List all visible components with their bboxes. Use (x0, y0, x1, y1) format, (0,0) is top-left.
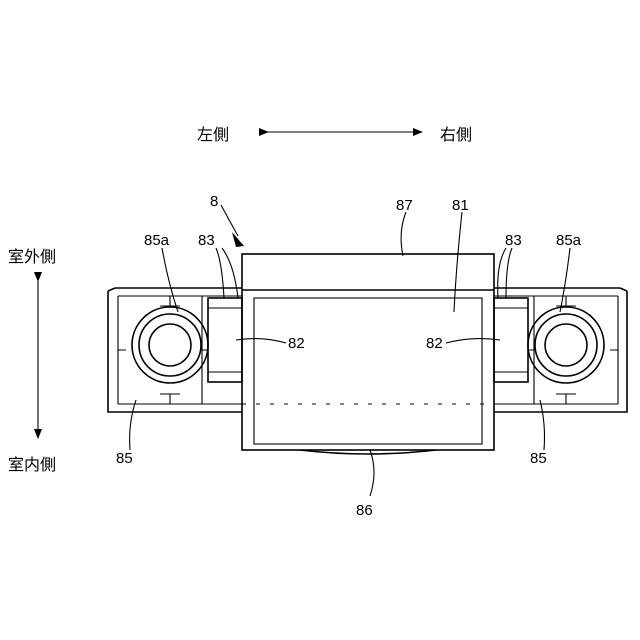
outdoor-side-label: 室外側 (8, 247, 56, 266)
label-body: 81 (452, 197, 469, 214)
label-top-cover: 87 (396, 197, 413, 214)
label-roller-left: 85a (144, 232, 170, 249)
label-roller-unit-left: 85 (116, 450, 133, 467)
label-rail-left: 83 (198, 232, 215, 249)
main-body (242, 254, 494, 450)
left-side-label: 左側 (197, 125, 229, 144)
assembly-pointer-arrowhead (232, 232, 244, 247)
label-assembly: 8 (210, 193, 218, 210)
rail-frame (108, 288, 627, 412)
label-bottom-plate: 86 (356, 502, 373, 519)
label-inner-block-right: 82 (426, 335, 443, 352)
right-side-label: 右側 (440, 125, 472, 144)
label-roller-right: 85a (556, 232, 582, 249)
indoor-side-label: 室内側 (8, 455, 56, 474)
left-roller (132, 307, 208, 383)
right-roller (528, 307, 604, 383)
leader-lines (130, 205, 570, 496)
label-inner-block-left: 82 (288, 335, 305, 352)
label-roller-unit-right: 85 (530, 450, 547, 467)
label-rail-right: 83 (505, 232, 522, 249)
